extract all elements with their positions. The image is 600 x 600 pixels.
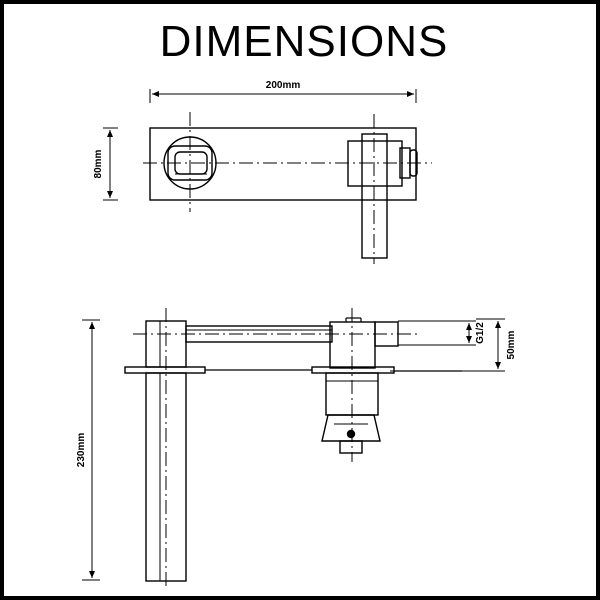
total-height-label: 230mm: [76, 433, 87, 468]
total-height-dimension-line: [82, 319, 100, 581]
width-label: 200mm: [266, 80, 301, 91]
top-view: [103, 89, 418, 259]
inlet-height-label: 50mm: [506, 330, 517, 359]
side-view: [82, 317, 505, 582]
page-title: DIMENSIONS: [159, 17, 449, 66]
spout-escutcheon: [124, 366, 206, 374]
center-lines: [133, 112, 432, 590]
width-dimension-line: [149, 89, 417, 103]
wall-plate-outline: [149, 127, 417, 201]
handle-side-lever: [321, 414, 381, 442]
handle-side-cap: [339, 440, 363, 454]
top-height-label: 80mm: [93, 149, 104, 178]
top-height-dimension-line: [103, 127, 118, 201]
thread-dimension-line: [398, 320, 476, 346]
thread-label: G1/2: [475, 322, 486, 344]
